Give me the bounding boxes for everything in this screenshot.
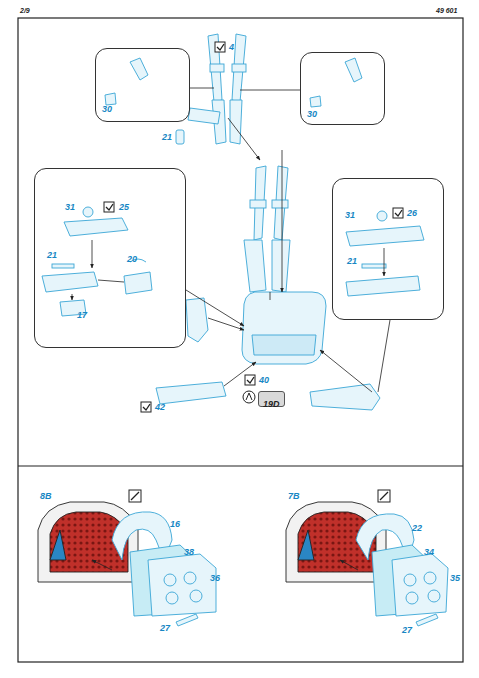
reference-box: 19D (258, 391, 285, 407)
callout-number: 25 (119, 203, 129, 212)
detail-panel: 30 (300, 52, 385, 125)
callout-number: 27 (160, 624, 170, 633)
callout-number: 34 (424, 548, 434, 557)
callout-number: 40 (259, 376, 269, 385)
detail-panel: 31 26 21 (332, 178, 444, 320)
callout-number: 17 (77, 311, 87, 320)
page-header: 2/9 (20, 7, 30, 14)
callout-number: 27 (402, 626, 412, 635)
page-header: 49 601 (436, 7, 457, 14)
callout-number: 20 (127, 255, 137, 264)
callout-number: 31 (345, 211, 355, 220)
callout-number: 26 (407, 209, 417, 218)
callout-number: 36 (210, 574, 220, 583)
detail-panel: 31 25 21 20 17 (34, 168, 186, 348)
callout-number: 30 (307, 110, 317, 119)
callout-number: 21 (47, 251, 57, 260)
callout-number: 38 (184, 548, 194, 557)
callout-number: 21 (347, 257, 357, 266)
callout-number: 19D (263, 399, 280, 409)
callout-number: 16 (170, 520, 180, 529)
callout-number: 42 (155, 403, 165, 412)
callout-number: 30 (102, 105, 112, 114)
callout-number: 35 (450, 574, 460, 583)
callout-number: 22 (412, 524, 422, 533)
callout-number: 7B (288, 492, 300, 501)
callout-number: 8B (40, 492, 52, 501)
callout-number: 31 (65, 203, 75, 212)
callout-number: 4 (229, 43, 234, 52)
callout-number: 21 (162, 133, 172, 142)
detail-panel: 30 (95, 48, 190, 122)
